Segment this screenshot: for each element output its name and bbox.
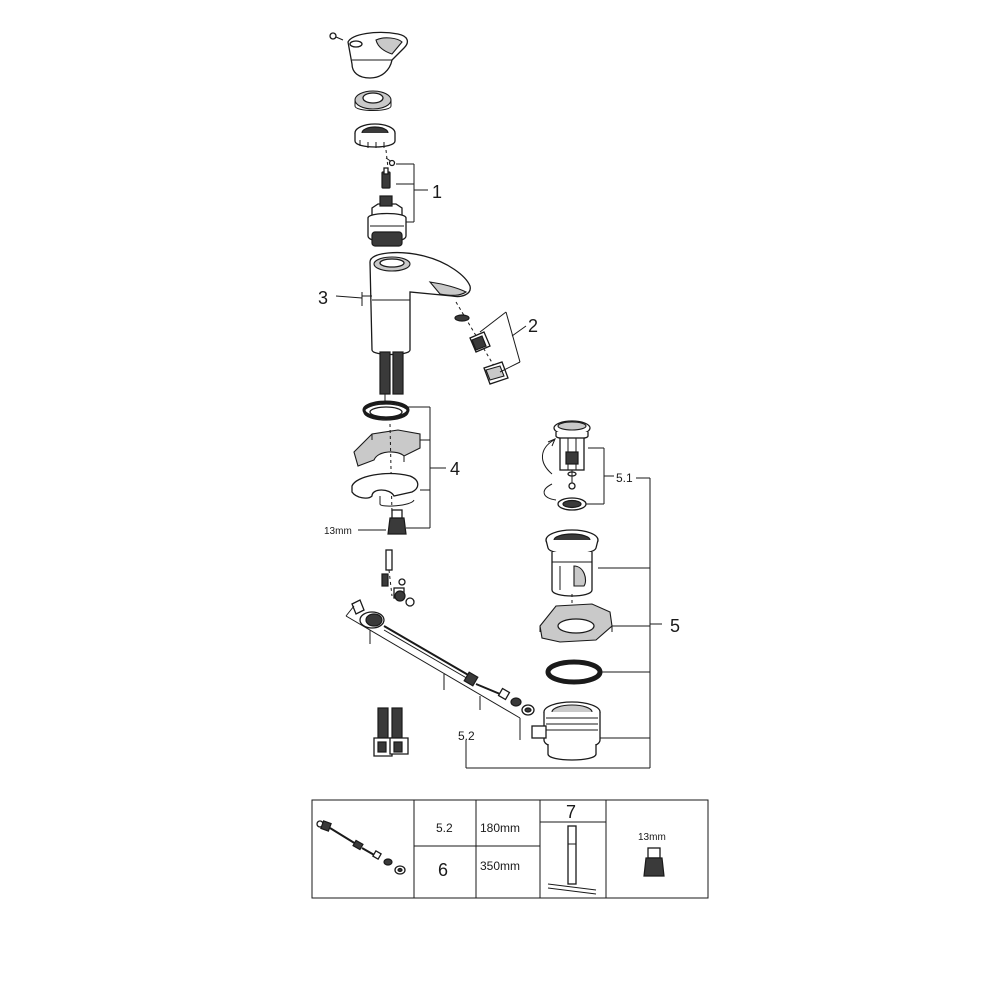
callout-5-1: 5.1 — [616, 471, 633, 485]
callout-3: 3 — [318, 288, 328, 308]
table-row2-label: 6 — [438, 860, 448, 880]
handle-screw — [329, 32, 344, 41]
callout-1: 1 — [432, 182, 442, 202]
callout-5: 5 — [670, 616, 680, 636]
lever-handle — [347, 31, 409, 79]
callout-5-2: 5.2 — [458, 729, 475, 743]
wrench-size-label: 13mm — [324, 526, 352, 537]
waste-o-ring — [545, 659, 603, 685]
table-tool-label: 7 — [566, 802, 576, 822]
mounting-set — [351, 400, 421, 535]
callout-bracket-5 — [465, 567, 650, 769]
cartridge — [367, 195, 407, 247]
waste-assembly — [465, 420, 662, 769]
plug-seal — [557, 497, 587, 511]
waste-body — [531, 701, 601, 761]
callout-4: 4 — [450, 459, 460, 479]
connection-hoses — [373, 707, 409, 757]
cap-ring — [354, 90, 392, 111]
callout-bracket-2 — [479, 311, 527, 373]
table-row1-label: 5.2 — [436, 821, 453, 835]
aerator-set — [454, 301, 509, 385]
callout-bracket-5-2 — [345, 605, 521, 740]
waste-flange — [545, 529, 599, 597]
table-nut-size: 13mm — [638, 832, 666, 843]
table-row2-value: 350mm — [480, 859, 520, 873]
leader-3 — [335, 295, 363, 299]
callout-bracket-4 — [358, 406, 446, 531]
faucet-assembly — [329, 31, 535, 757]
tool-drawing — [547, 825, 597, 895]
spare-parts-table: 5.2 180mm 6 350mm 7 13mm — [311, 799, 709, 899]
callout-2: 2 — [528, 316, 538, 336]
cartridge-adapter — [381, 157, 396, 189]
callout-bracket-5-1 — [586, 447, 662, 768]
rod-set-drawing — [316, 820, 406, 875]
faucet-body — [361, 252, 471, 410]
popup-plug — [542, 420, 591, 501]
waste-gasket — [539, 603, 613, 643]
table-row1-value: 180mm — [480, 821, 520, 835]
callout-bracket-1 — [396, 163, 428, 223]
popup-linkage — [351, 549, 535, 716]
nut-drawing — [643, 847, 665, 877]
threaded-nut — [354, 123, 396, 148]
